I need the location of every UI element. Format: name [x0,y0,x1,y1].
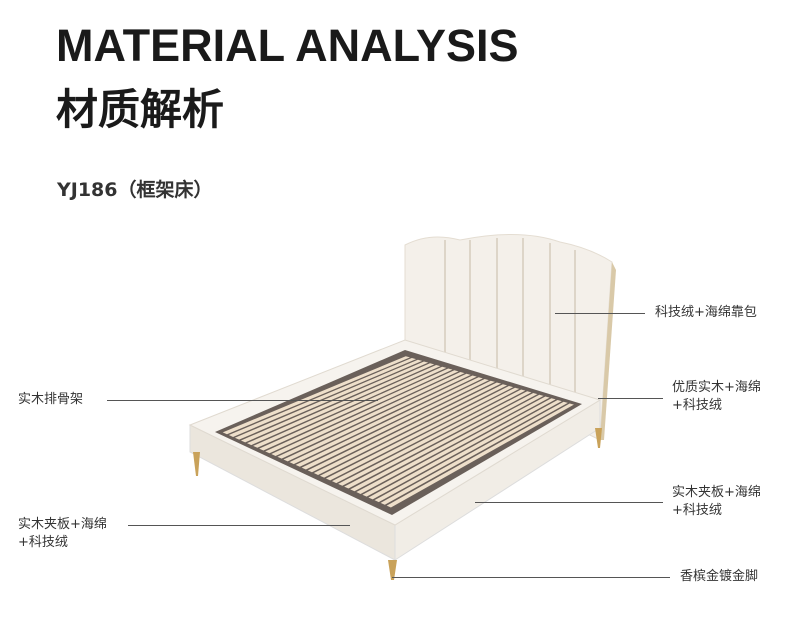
title-chinese: 材质解析 [56,85,225,134]
slat [319,384,508,478]
leader-line-legs [392,577,670,578]
slat [344,391,532,489]
model-name: YJ186（框架床） [57,179,213,201]
slat [332,387,520,484]
slats [222,356,574,508]
slat [301,378,489,470]
slat [368,398,556,500]
leg-left [193,452,200,476]
slat [374,399,562,503]
label-legs: 香槟金镀金脚 [680,569,759,584]
label-line-2: +科技绒 [18,535,68,550]
slat [283,373,471,462]
label-line-2: +科技绒 [672,398,722,413]
slat [295,377,483,467]
leg-front [388,560,397,580]
leader-line-slats [107,400,378,401]
slat [325,385,514,481]
slat [289,375,477,465]
slat [356,394,544,494]
slat [380,401,568,505]
slat [307,380,495,473]
leader-line-side-right [475,502,663,503]
slat [228,357,417,437]
slat [277,371,465,459]
label-side-right: 实木夹板+海绵 +科技绒 [672,484,761,520]
label-line-1: 优质实木+海绵 [672,380,761,395]
slat [240,361,429,443]
slat [265,368,453,454]
label-line-2: +科技绒 [672,503,722,518]
slat [247,363,435,446]
label-headboard-frame: 优质实木+海绵 +科技绒 [672,379,761,415]
label-line-1: 实木夹板+海绵 [18,517,107,532]
slat [350,392,538,492]
leader-line-headboard [555,313,645,314]
slat [362,396,550,497]
slat [234,359,423,440]
slat [259,366,447,451]
slat [338,389,526,486]
slat [313,382,502,475]
title-english: MATERIAL ANALYSIS [56,20,519,71]
slat [222,356,410,435]
slat [271,370,459,456]
leader-line-headboard-frame [598,398,663,399]
leg-right [595,428,602,448]
slat [386,403,574,508]
leader-line-side-left [128,525,350,526]
label-slats: 实木排骨架 [18,392,84,407]
headboard-channels [444,238,576,418]
label-side-left: 实木夹板+海绵 +科技绒 [18,516,107,552]
label-line-1: 实木夹板+海绵 [672,485,761,500]
slat [253,364,441,448]
label-headboard: 科技绒+海绵靠包 [655,305,757,320]
